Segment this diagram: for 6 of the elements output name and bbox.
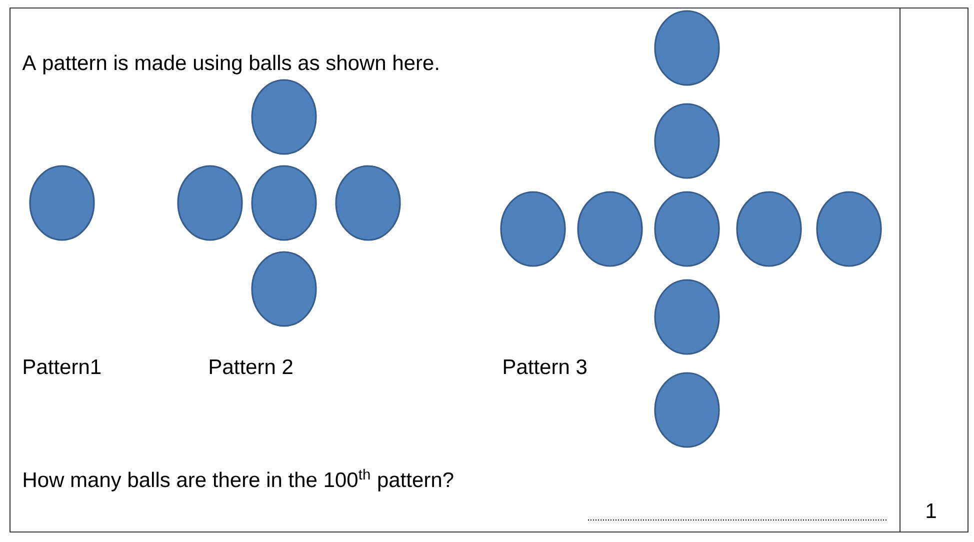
question-text: How many balls are there in the 100$^{th}$ pattern? [24, 468, 454, 492]
pattern-label: Pattern 2 [210, 359, 292, 374]
pattern-label: Pattern 3 [504, 359, 586, 374]
mark-number: 1 [926, 504, 936, 518]
pattern-label: Pattern1 [24, 360, 101, 374]
question-text: A pattern is made using balls as shown here. [22, 54, 438, 74]
